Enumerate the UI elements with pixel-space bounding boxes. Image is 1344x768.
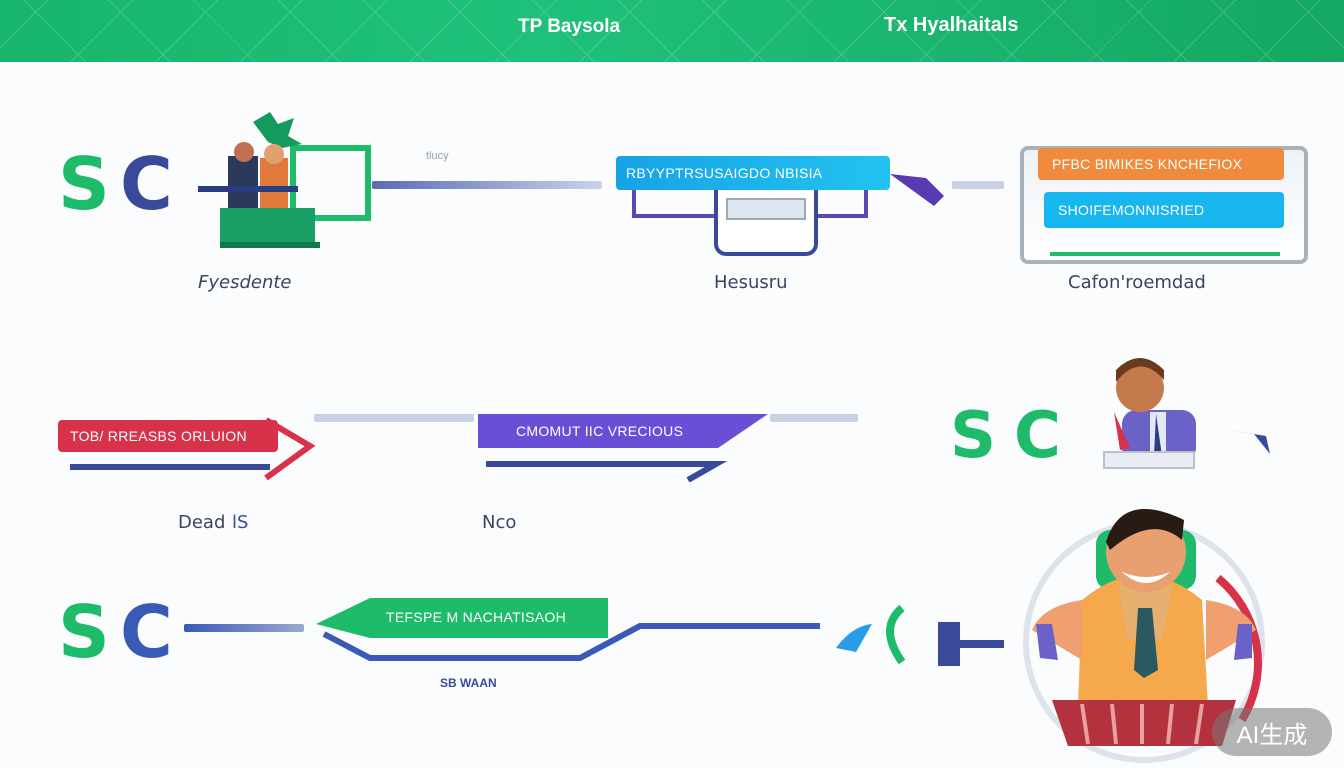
row3-logo-s: S: [58, 596, 110, 668]
header-pattern: [0, 0, 1344, 62]
connector-4: [770, 414, 858, 422]
connector-5: [184, 624, 304, 632]
label-row1-node2: Hesusru: [714, 272, 788, 293]
label-row1-node3: Cafon'roemdad: [1068, 272, 1206, 293]
label-row2-node2: Nco: [482, 512, 516, 533]
arrow-2: [1214, 422, 1278, 458]
person-small-illustration: [1100, 352, 1210, 476]
row3-logo-c: C: [120, 596, 173, 668]
node3-bar-orange: PFBC BIMIKES KNCHEFIOX: [1038, 148, 1284, 180]
connector-1: [372, 181, 602, 189]
header-title-right: Tx Hyalhaitals: [884, 14, 1019, 37]
node2-device: [714, 190, 818, 256]
team-illustration: [198, 112, 373, 252]
connector-3: [314, 414, 474, 422]
node2-pill: RBYYPTRSUSAIGDO NBISIA: [616, 156, 890, 190]
node3-bar-cyan: SHOIFEMONNISRIED: [1044, 192, 1284, 228]
row3-green-text: TEFSPE M NACHATISAOH: [386, 604, 606, 630]
row3-connector-shapes: [832, 604, 1012, 674]
header-title-left: TP Baysola: [518, 16, 620, 38]
label-row2-node1-mark: lS: [232, 512, 248, 533]
connector-2: [952, 181, 1004, 189]
label-row3-node2: SB WAAN: [440, 676, 497, 690]
row1-logo-s: S: [58, 148, 110, 220]
label-row2-node1: Dead: [178, 512, 225, 533]
node3-underline: [1050, 252, 1280, 256]
label-row1-node1: Fyesdente: [198, 272, 292, 293]
header-bar: [0, 0, 1344, 62]
row2-logo-c: C: [1014, 404, 1061, 468]
row1-logo-c: C: [120, 148, 173, 220]
row2-purple-text: CMOMUT IIC VRECIOUS: [516, 418, 716, 444]
ai-generated-badge: AI生成: [1212, 708, 1332, 756]
arrow-1: [888, 166, 948, 210]
faint-text: tlucy: [426, 150, 449, 162]
row2-logo-s: S: [950, 404, 996, 468]
row2-red-arrow: [60, 416, 316, 486]
